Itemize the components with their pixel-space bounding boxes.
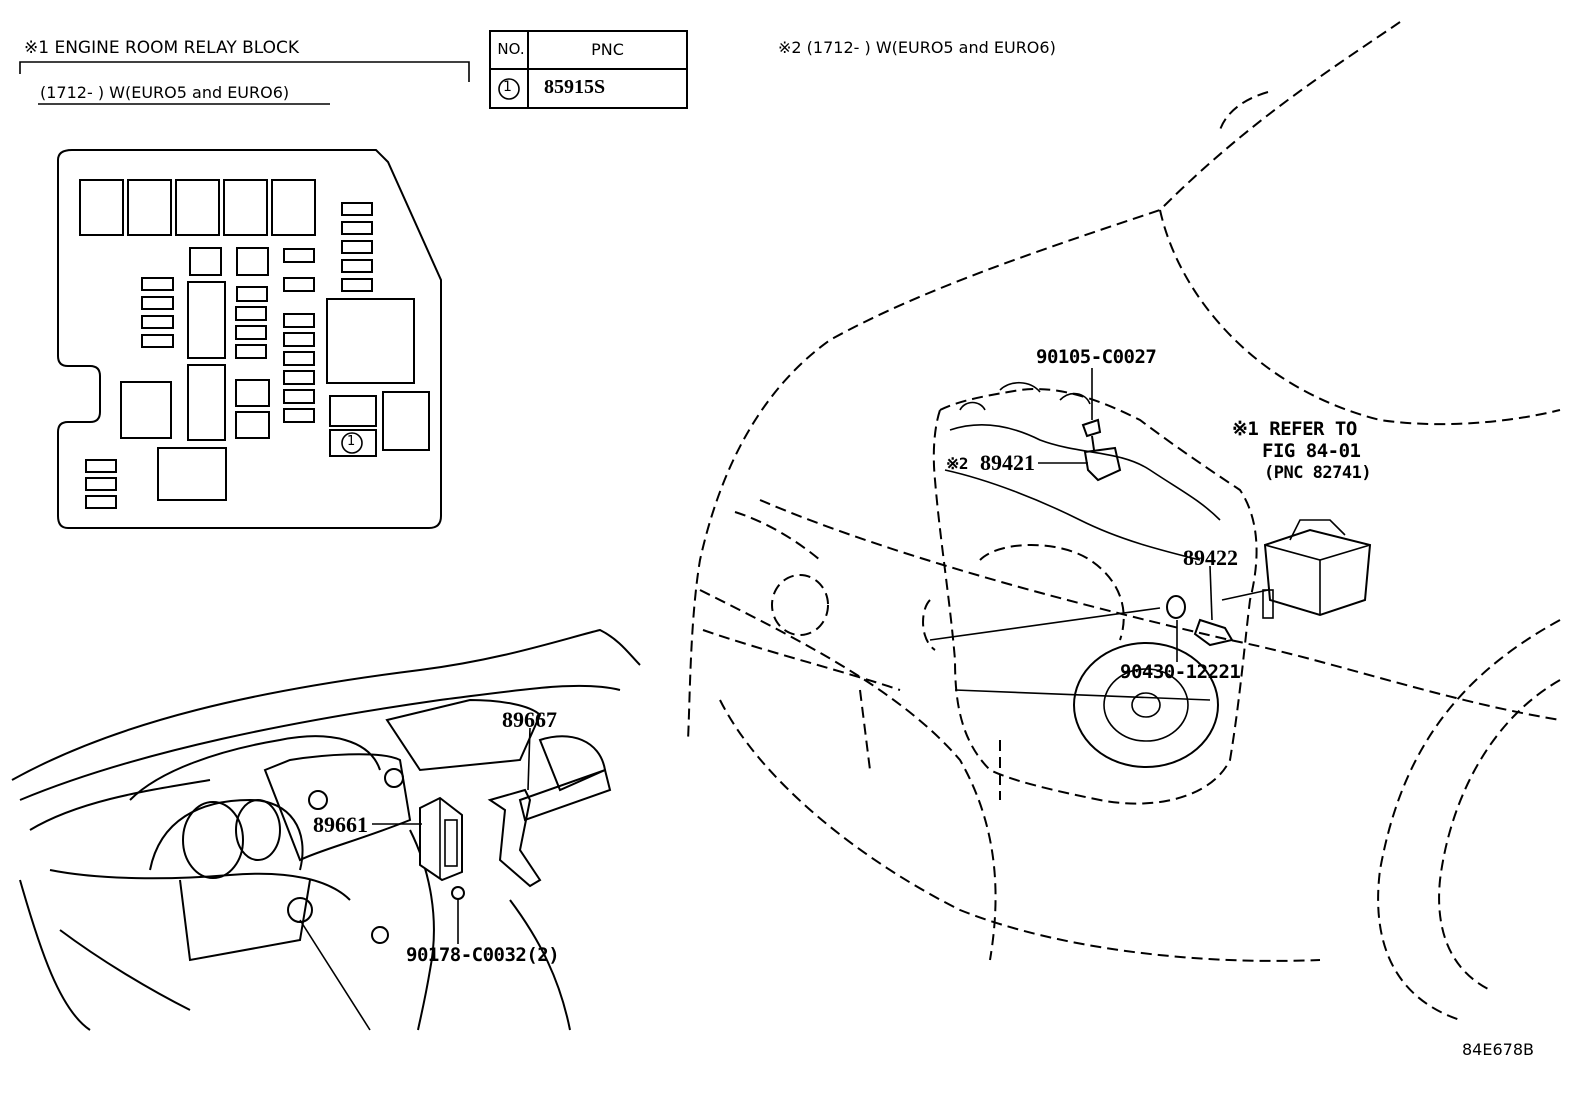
callout-refer-line1: ※1 REFER TO (1232, 418, 1357, 440)
pnc-table-frame (489, 30, 688, 109)
pnc-table-no-header: NO. (497, 40, 525, 58)
relay-block-marker: 1 (347, 434, 356, 449)
pnc-table-row-pnc: 85915S (544, 76, 606, 98)
dashboard-outline (11, 628, 641, 1031)
relay-block-title: ※1 ENGINE ROOM RELAY BLOCK (24, 38, 300, 58)
engine-leader-lines (929, 368, 1269, 701)
callout-89661: 89661 (313, 812, 368, 837)
callout-refer-line3: (PNC 82741) (1264, 463, 1372, 483)
callout-89421: 89421 (980, 450, 1035, 475)
pnc-table-row-no: 1 (503, 79, 512, 95)
callout-90430-12221: 90430-12221 (1120, 661, 1241, 683)
note2-applicability: ※2 (1712- ) W(EURO5 and EURO6) (778, 38, 1056, 57)
callout-90178-C0032: 90178-C0032(2) (406, 944, 560, 966)
pnc-table-pnc-header: PNC (591, 40, 624, 59)
relay-block (57, 149, 442, 529)
callout-89422: 89422 (1183, 545, 1238, 570)
figure-code: 84E678B (1462, 1040, 1534, 1059)
vehicle-front-outline (687, 21, 1561, 1021)
callout-refer-line2: FIG 84-01 (1262, 440, 1361, 462)
ecu-and-bracket (372, 727, 542, 944)
relay-block-applicability: (1712- ) W(EURO5 and EURO6) (40, 83, 290, 102)
callout-89667: 89667 (502, 707, 557, 732)
callout-89421-note: ※2 (946, 454, 969, 473)
relay-block-header-bracket (19, 61, 470, 105)
engine-assembly (922, 381, 1372, 805)
callout-90105-C0027: 90105-C0027 (1036, 346, 1157, 368)
